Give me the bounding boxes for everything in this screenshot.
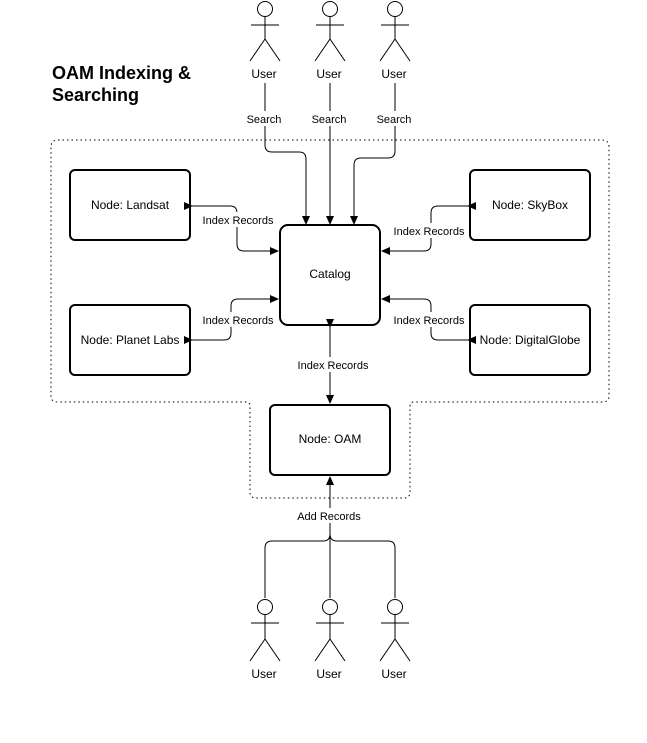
actor-bottom-user-1: [249, 599, 281, 662]
node-digitalglobe-label: Node: DigitalGlobe: [480, 333, 581, 347]
node-skybox: Node: SkyBox: [469, 169, 591, 241]
node-planet-labs: Node: Planet Labs: [69, 304, 191, 376]
edge-index-skybox-label: Index Records: [394, 226, 465, 238]
actor-bottom-user-2-label: User: [316, 667, 341, 681]
edge-search-1: [264, 83, 310, 225]
actor-bottom-user-1-label: User: [251, 667, 276, 681]
node-landsat: Node: Landsat: [69, 169, 191, 241]
edge-search-3: [350, 83, 396, 225]
edge-search-2-label: Search: [312, 114, 347, 126]
system-boundary: [50, 139, 610, 499]
edge-index-digitalglobe-label: Index Records: [394, 315, 465, 327]
actor-top-user-2: [314, 1, 346, 62]
edge-index-landsat-label: Index Records: [203, 215, 274, 227]
node-oam: Node: OAM: [269, 404, 391, 476]
node-oam-label: Node: OAM: [299, 432, 362, 446]
edge-search-3-label: Search: [377, 114, 412, 126]
actor-top-user-3: [379, 1, 411, 62]
actor-bottom-user-3-label: User: [381, 667, 406, 681]
diagram-title: OAM Indexing & Searching: [52, 63, 191, 105]
node-catalog: Catalog: [279, 224, 381, 326]
node-landsat-label: Node: Landsat: [91, 198, 170, 212]
actor-top-user-2-label: User: [316, 67, 341, 81]
node-digitalglobe: Node: DigitalGlobe: [469, 304, 591, 376]
node-skybox-label: Node: SkyBox: [492, 198, 568, 212]
node-planet-labs-label: Node: Planet Labs: [81, 333, 180, 347]
actor-top-user-3-label: User: [381, 67, 406, 81]
edge-index-landsat: [184, 202, 279, 255]
edge-add-records-label: Add Records: [297, 511, 361, 523]
actor-top-user-1-label: User: [251, 67, 276, 81]
edge-search-1-label: Search: [247, 114, 282, 126]
node-catalog-label: Catalog: [309, 267, 350, 281]
edge-index-planet-labs-label: Index Records: [203, 315, 274, 327]
actor-bottom-user-3: [379, 599, 411, 662]
edge-index-oam-label: Index Records: [298, 360, 369, 372]
actor-bottom-user-2: [314, 599, 346, 662]
actor-top-user-1: [249, 1, 281, 62]
